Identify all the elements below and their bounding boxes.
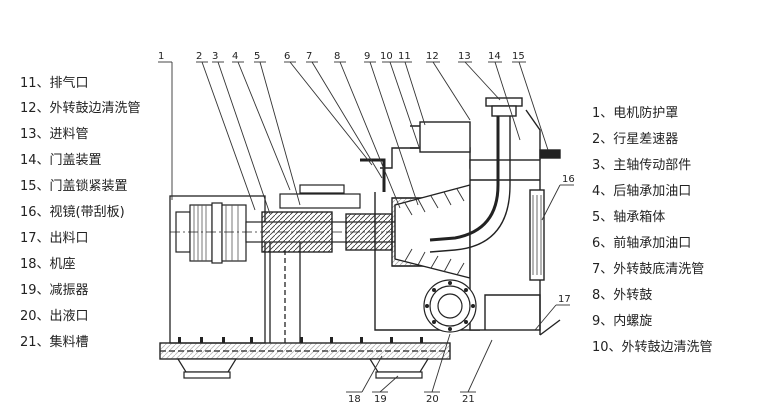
legend-item: 11、排气口 xyxy=(20,76,89,91)
callout-label: 15 xyxy=(512,51,525,62)
callout-label: 7 xyxy=(306,51,312,62)
callout-label: 21 xyxy=(462,394,475,405)
callout-label: 20 xyxy=(426,394,439,405)
callout-label: 12 xyxy=(426,51,439,62)
motor-guard xyxy=(175,202,247,264)
legend-item: 2、行星差速器 xyxy=(592,132,679,147)
callout-label: 4 xyxy=(232,51,238,62)
legend-item: 19、减振器 xyxy=(20,283,89,298)
legend-item: 3、主轴传动部件 xyxy=(592,158,692,173)
legend-item: 9、内螺旋 xyxy=(592,314,653,329)
callout-label: 9 xyxy=(364,51,370,62)
callout-numbers-side: 16 17 xyxy=(558,174,575,305)
legend-item: 5、轴承箱体 xyxy=(592,210,666,225)
legend-item: 8、外转鼓 xyxy=(592,288,653,303)
machine-base xyxy=(159,195,451,360)
callout-label: 18 xyxy=(348,394,361,405)
callout-label: 11 xyxy=(398,51,411,62)
legend-item: 12、外转鼓边清洗管 xyxy=(20,101,141,116)
vibration-damper xyxy=(176,358,430,379)
legend-item: 17、出料口 xyxy=(20,231,89,246)
drum-casing xyxy=(360,97,561,336)
legend-item: 10、外转鼓边清洗管 xyxy=(592,340,713,355)
callout-label: 13 xyxy=(458,51,471,62)
callout-label: 16 xyxy=(562,174,575,185)
callout-label: 5 xyxy=(254,51,260,62)
legend-item: 21、集料槽 xyxy=(20,335,89,350)
legend-item: 18、机座 xyxy=(20,257,76,272)
leader-lines xyxy=(158,61,574,393)
legend-item: 20、出液口 xyxy=(20,309,89,324)
legend-item: 7、外转鼓底清洗管 xyxy=(592,262,705,277)
callout-numbers-bottom: 18 19 20 21 xyxy=(348,394,475,405)
callout-label: 10 xyxy=(380,51,393,62)
callout-label: 2 xyxy=(196,51,202,62)
callout-label: 14 xyxy=(488,51,501,62)
callout-label: 3 xyxy=(212,51,218,62)
legend-item: 15、门盖锁紧装置 xyxy=(20,179,128,194)
callout-numbers-top: 1 2 3 4 5 6 7 8 9 10 11 12 13 14 15 xyxy=(158,51,525,62)
callout-label: 8 xyxy=(334,51,340,62)
callout-label: 19 xyxy=(374,394,387,405)
legend-item: 1、电机防护罩 xyxy=(592,106,679,121)
legend-item: 16、视镜(带刮板) xyxy=(20,205,125,220)
liquid-outlet-flange xyxy=(423,279,477,333)
legend-item: 14、门盖装置 xyxy=(20,153,102,168)
callout-label: 6 xyxy=(284,51,290,62)
callout-label: 1 xyxy=(158,51,164,62)
legend-item: 4、后轴承加油口 xyxy=(592,184,692,199)
callout-label: 17 xyxy=(558,294,571,305)
legend-item: 13、进料管 xyxy=(20,127,89,142)
legend-item: 6、前轴承加油口 xyxy=(592,236,692,251)
